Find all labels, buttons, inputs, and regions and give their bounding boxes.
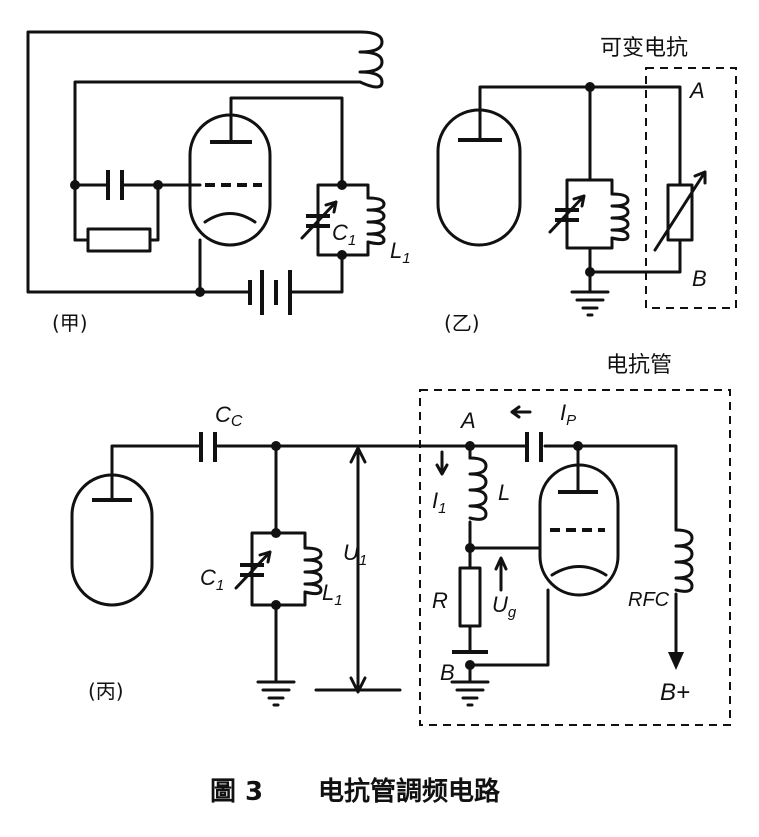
variable-reactance-title: 可变电抗 (600, 36, 688, 61)
l1-label: L1 (390, 238, 411, 267)
junction-dot (337, 250, 347, 260)
cathode-lead (468, 588, 550, 667)
l1-label: L1 (322, 580, 343, 609)
junction-dot (337, 180, 347, 190)
l1-coil (303, 546, 323, 596)
r-label: R (432, 588, 448, 613)
c1-label: C1 (332, 220, 356, 249)
ug-arrow (494, 556, 508, 592)
junction-dot (271, 600, 281, 610)
grid-resistor-wire (73, 183, 160, 242)
l-coil (468, 456, 488, 521)
c1-variable-arrow (300, 200, 338, 240)
variable-arrow (653, 170, 707, 252)
variable-reactance-element (666, 183, 694, 242)
figure-number: 圖 3 (210, 777, 263, 807)
tank-frame (565, 85, 682, 274)
junction-dot (271, 528, 281, 538)
junction-dot (195, 287, 205, 297)
junction-dot (153, 180, 163, 190)
figure-caption: 电抗管調频电路 (318, 776, 501, 807)
i1-label: I1 (432, 488, 446, 517)
b-plus-label: B+ (660, 679, 690, 706)
tube-cathode (203, 212, 257, 224)
reactance-tube-box (419, 389, 731, 726)
panel-a-label: (甲) (52, 311, 88, 335)
panel-b-label: (乙) (444, 311, 480, 335)
ground-symbol (450, 680, 490, 707)
plate-lead (229, 96, 344, 187)
ip-label: IP (560, 400, 576, 429)
rfc-coil (674, 528, 694, 593)
plate-lead (478, 85, 682, 187)
feedback-wire (26, 30, 362, 294)
ground-symbol (256, 680, 296, 707)
node-a-label: A (688, 78, 705, 103)
rfc-label: RFC (628, 589, 670, 611)
panel-a: C1 L1 (甲) (26, 30, 411, 335)
l1-coil (366, 196, 386, 246)
panel-b: 可变电抗 A B (乙) (436, 36, 737, 335)
panel-c: 电抗管 CC C1 L1 U1 A IP I1 (70, 353, 731, 726)
ground-symbol (570, 290, 610, 317)
u1-label: U1 (343, 540, 367, 569)
feedback-coil (358, 30, 384, 89)
junction-dot (70, 180, 80, 190)
cc-label: CC (215, 402, 243, 430)
node-b-label: B (692, 266, 707, 291)
c1-variable-arrow (234, 550, 272, 590)
i1-arrow (435, 450, 449, 476)
panel-c-label: (丙) (88, 679, 124, 703)
l-label: L (498, 480, 510, 505)
ip-arrow (510, 405, 532, 419)
b-plus-arrowhead (668, 652, 684, 670)
battery-wire (288, 253, 344, 294)
ug-label: Ug (492, 592, 517, 621)
rfc-wire (576, 444, 678, 532)
node-a-label: A (459, 408, 476, 433)
grid-resistor (86, 227, 152, 253)
resistor-r (458, 566, 482, 628)
tube-cathode (550, 565, 608, 577)
grid-feed-wire (468, 520, 542, 570)
reactance-tube-title: 电抗管 (606, 353, 672, 378)
reactance-box (645, 67, 737, 309)
tank-capacitor-arrow (548, 194, 586, 234)
tank-coil (610, 192, 630, 242)
u1-arrow (349, 446, 367, 694)
c1-label: C1 (200, 565, 224, 594)
node-b-label: B (440, 660, 455, 685)
